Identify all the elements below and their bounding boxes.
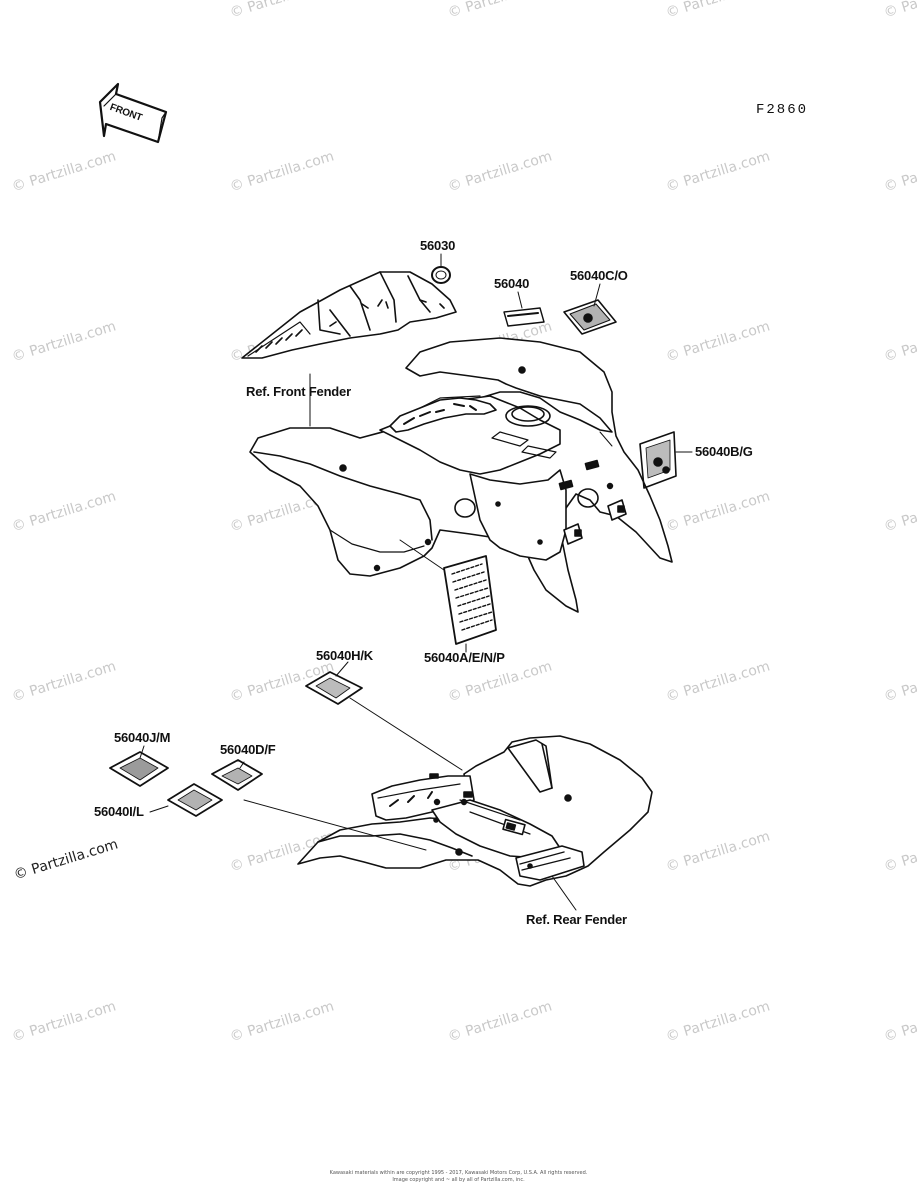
part-label-56040BG: 56040B/G xyxy=(695,444,753,459)
part-label-56040IL: 56040I/L xyxy=(94,804,144,819)
ref-front-fender-label: Ref. Front Fender xyxy=(246,384,351,399)
decal-56040CO-icon xyxy=(563,299,617,335)
decal-56040-icon xyxy=(503,307,545,327)
part-label-56040HK: 56040H/K xyxy=(316,648,373,663)
part-label-56040DF: 56040D/F xyxy=(220,742,276,757)
copyright-line-2: Image copyright and ~ all by all of Part… xyxy=(392,1177,525,1183)
front-arrow-icon xyxy=(98,82,168,144)
decal-56040DF-icon xyxy=(211,759,263,791)
part-label-56040AENP: 56040A/E/N/P xyxy=(424,650,505,665)
decal-56040AENP-icon xyxy=(443,555,497,645)
decal-56040IL-icon xyxy=(167,783,223,817)
ref-rear-fender-label: Ref. Rear Fender xyxy=(526,912,627,927)
leader-lines xyxy=(139,253,693,911)
figure-code: F2860 xyxy=(756,102,809,118)
rear-fender-drawing xyxy=(297,735,653,887)
part-label-56040JM: 56040J/M xyxy=(114,730,171,745)
part-label-56040CO: 56040C/O xyxy=(570,268,628,283)
front-fender-drawing xyxy=(241,271,673,613)
copyright-line-1: Kawasaki materials within are copyright … xyxy=(329,1170,588,1176)
part-label-56040: 56040 xyxy=(494,276,530,291)
part-label-56030: 56030 xyxy=(420,238,456,253)
decal-56040JM-icon xyxy=(109,751,169,787)
decal-56030-icon xyxy=(431,266,451,284)
decal-56040BG-icon xyxy=(639,431,677,489)
decal-56040HK-icon xyxy=(305,671,363,705)
